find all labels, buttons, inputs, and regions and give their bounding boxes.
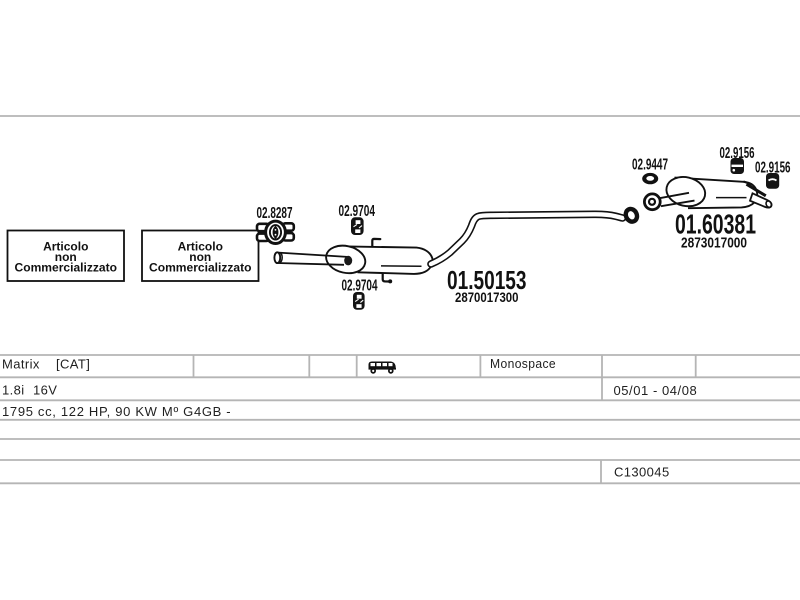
svg-text:05/01 - 04/08: 05/01 - 04/08 bbox=[614, 383, 698, 398]
svg-text:Commercializzato: Commercializzato bbox=[149, 260, 252, 274]
svg-text:Articolo: Articolo bbox=[178, 240, 223, 254]
svg-text:Monospace: Monospace bbox=[490, 356, 556, 371]
svg-text:Articolo: Articolo bbox=[43, 240, 88, 254]
svg-text:02.9447: 02.9447 bbox=[632, 157, 668, 174]
svg-text:01.60381: 01.60381 bbox=[675, 209, 756, 240]
svg-text:1795 cc, 122 HP, 90 KW Mº G4GB: 1795 cc, 122 HP, 90 KW Mº G4GB - bbox=[2, 404, 231, 419]
svg-text:[CAT]: [CAT] bbox=[56, 356, 90, 371]
svg-text:C130045: C130045 bbox=[614, 465, 670, 480]
svg-text:02.9704: 02.9704 bbox=[339, 203, 376, 220]
svg-text:02.9704: 02.9704 bbox=[342, 277, 378, 294]
svg-text:02.9156: 02.9156 bbox=[755, 160, 791, 177]
svg-text:02.9156: 02.9156 bbox=[720, 145, 755, 162]
svg-text:2873017000: 2873017000 bbox=[681, 235, 747, 252]
svg-text:2870017300: 2870017300 bbox=[455, 289, 519, 305]
svg-text:01.50153: 01.50153 bbox=[447, 265, 527, 295]
svg-text:Commercializzato: Commercializzato bbox=[15, 260, 118, 274]
svg-text:02.8287: 02.8287 bbox=[257, 205, 293, 222]
svg-text:16V: 16V bbox=[33, 383, 57, 398]
svg-text:Matrix: Matrix bbox=[2, 356, 40, 371]
svg-text:non: non bbox=[55, 250, 77, 264]
svg-text:non: non bbox=[189, 250, 211, 264]
svg-text:1.8i: 1.8i bbox=[2, 383, 25, 398]
